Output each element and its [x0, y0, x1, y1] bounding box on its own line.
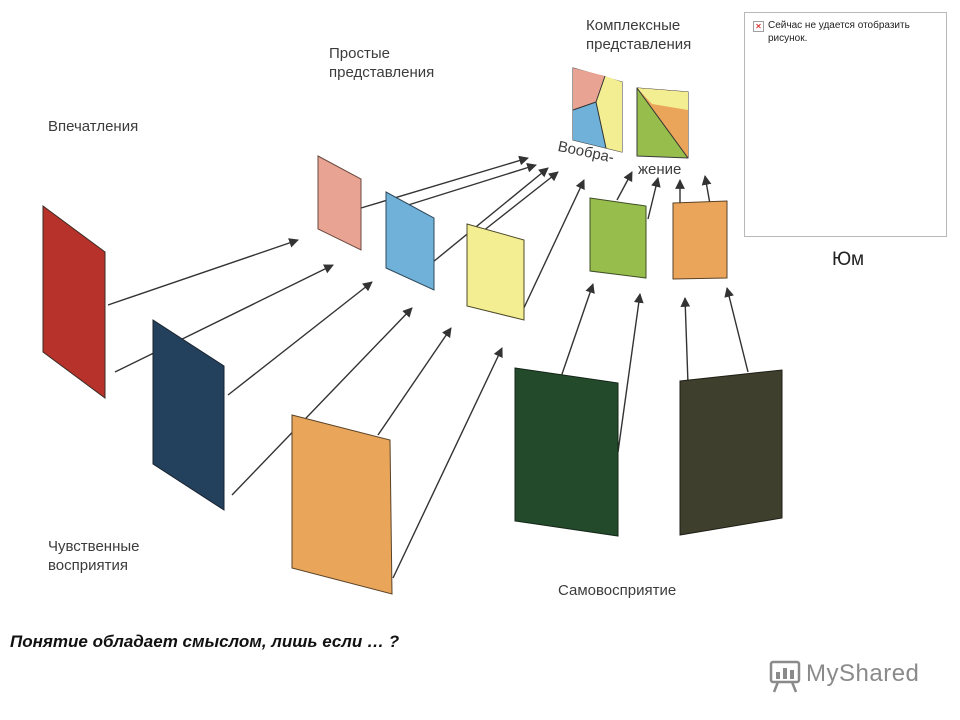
arrow-orange-to-yellow [377, 327, 452, 436]
label-complex-ideas: Комплексные представления [586, 17, 692, 53]
panel-dark-green [514, 367, 619, 537]
label-imagination-part2: жение [638, 161, 682, 178]
panel-red [42, 205, 106, 399]
arrow-lightorange-to-complex-2 [701, 175, 712, 205]
label-impressions: Впечатления [48, 118, 139, 135]
panel-light-blue [385, 191, 435, 291]
arrow-red-to-pink [107, 238, 299, 306]
panel-pale-yellow [466, 223, 525, 321]
arrow-yellow-to-complex [477, 171, 559, 236]
panel-complex-1 [572, 67, 623, 153]
panel-green [589, 197, 647, 279]
arrow-navy-to-blue [227, 281, 373, 396]
arrow-olive-to-lightorange [680, 297, 691, 385]
arrow-olive-to-lightorange-2 [724, 287, 749, 373]
panel-light-orange [672, 200, 728, 280]
panel-complex-2 [636, 87, 689, 159]
arrow-orange-to-yellow-2 [392, 347, 503, 579]
broken-image-message: Сейчас не удается отобразить рисунок. [768, 20, 910, 44]
label-self-perception: Самовосприятие [558, 582, 677, 599]
panel-dark-olive [679, 369, 783, 536]
arrow-red-to-blue [114, 264, 334, 373]
arrow-blue-to-complex-2 [432, 167, 549, 263]
label-simple-ideas: Простые представления [329, 45, 435, 81]
author-name: Юм [832, 249, 865, 270]
question-text: Понятие обладает смыслом, лишь если … ? [10, 632, 400, 651]
arrow-yellow-to-complex-2 [521, 179, 585, 313]
arrow-green-to-complex-2 [647, 177, 661, 220]
myshared-logo[interactable]: MyShared [766, 656, 926, 696]
panel-orange [291, 414, 393, 595]
arrow-darkgreen-to-green-2 [617, 293, 644, 453]
arrow-blue-to-complex [404, 162, 537, 207]
panel-pink [317, 155, 362, 251]
arrow-navy-to-yellow [231, 307, 413, 496]
connection-arrows [107, 155, 749, 579]
presentation-board-icon [769, 660, 801, 693]
label-sense-perceptions: Чувственные восприятия [48, 538, 140, 574]
broken-image-placeholder: ✕ Сейчас не удается отобразить рисунок. [744, 12, 947, 237]
broken-image-icon: ✕ [753, 21, 764, 32]
arrow-darkgreen-to-green [560, 283, 595, 378]
logo-text: MyShared [806, 660, 920, 687]
arrow-green-to-complex [616, 171, 633, 201]
panel-navy [152, 319, 225, 511]
